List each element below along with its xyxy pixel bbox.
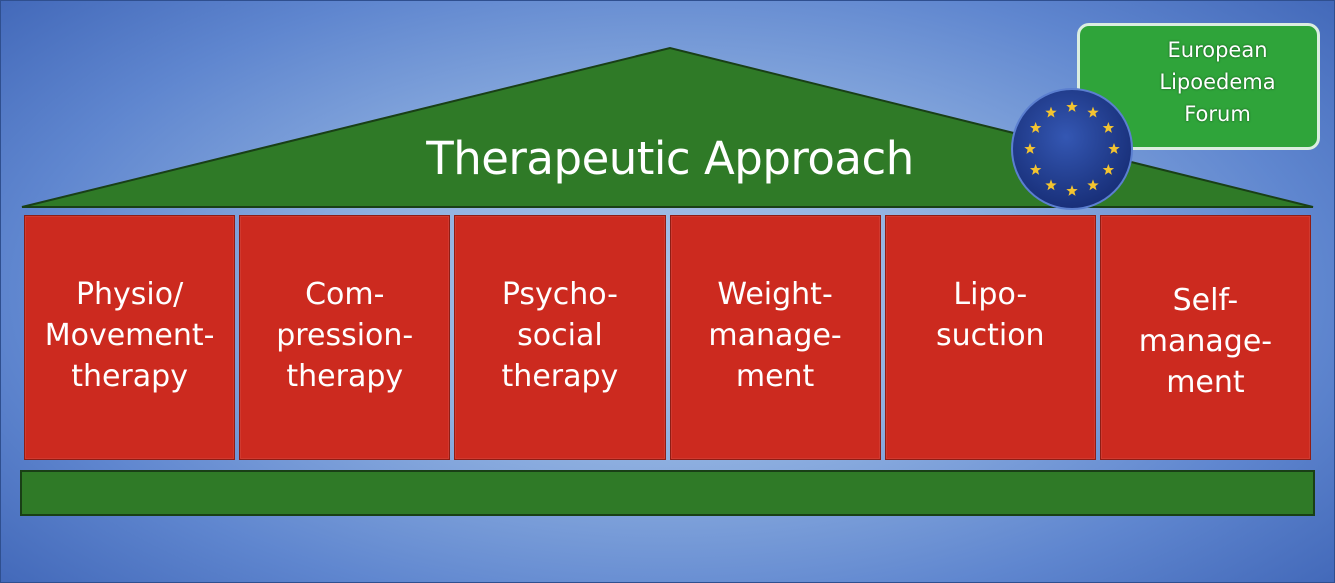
- star-icon: [1102, 122, 1115, 133]
- pillar-physio-movement-therapy: Physio/ Movement- therapy: [24, 215, 236, 460]
- pillar-label: Psycho- social therapy: [501, 277, 619, 394]
- star-icon: [1029, 122, 1042, 133]
- pillar-label: Weight- manage- ment: [708, 277, 842, 394]
- star-icon: [1087, 179, 1099, 191]
- pillar-psychosocial-therapy: Psycho- social therapy: [454, 215, 666, 460]
- pillar-liposuction: Lipo- suction: [884, 215, 1096, 460]
- pillar-label: Physio/ Movement- therapy: [44, 277, 215, 394]
- roof-title: Therapeutic Approach: [426, 132, 914, 185]
- star-icon: [1029, 164, 1042, 175]
- foundation-base: [20, 470, 1315, 516]
- pillar-label: Com- pression- therapy: [276, 277, 414, 394]
- pillar-weight-management: Weight- manage- ment: [669, 215, 881, 460]
- pillar-compression-therapy: Com- pression- therapy: [239, 215, 451, 460]
- european-lipoedema-forum-badge: European Lipoedema Forum: [1077, 23, 1320, 150]
- badge-text: European Lipoedema Forum: [1159, 38, 1276, 126]
- star-icon: [1045, 179, 1057, 191]
- star-icon: [1066, 101, 1078, 112]
- star-icon: [1045, 106, 1057, 118]
- star-icon: [1024, 143, 1036, 154]
- star-icon: [1102, 164, 1115, 175]
- pillars-row: Physio/ Movement- therapy Com- pression-…: [24, 215, 1312, 460]
- star-icon: [1087, 106, 1099, 118]
- pillar-label: Lipo- suction: [935, 277, 1045, 353]
- eu-stars-icon: [1011, 88, 1133, 210]
- star-icon: [1066, 185, 1078, 196]
- pillar-label: Self- manage- ment: [1138, 283, 1273, 400]
- pillar-self-management: Self- manage- ment: [1099, 215, 1312, 460]
- star-icon: [1108, 143, 1120, 154]
